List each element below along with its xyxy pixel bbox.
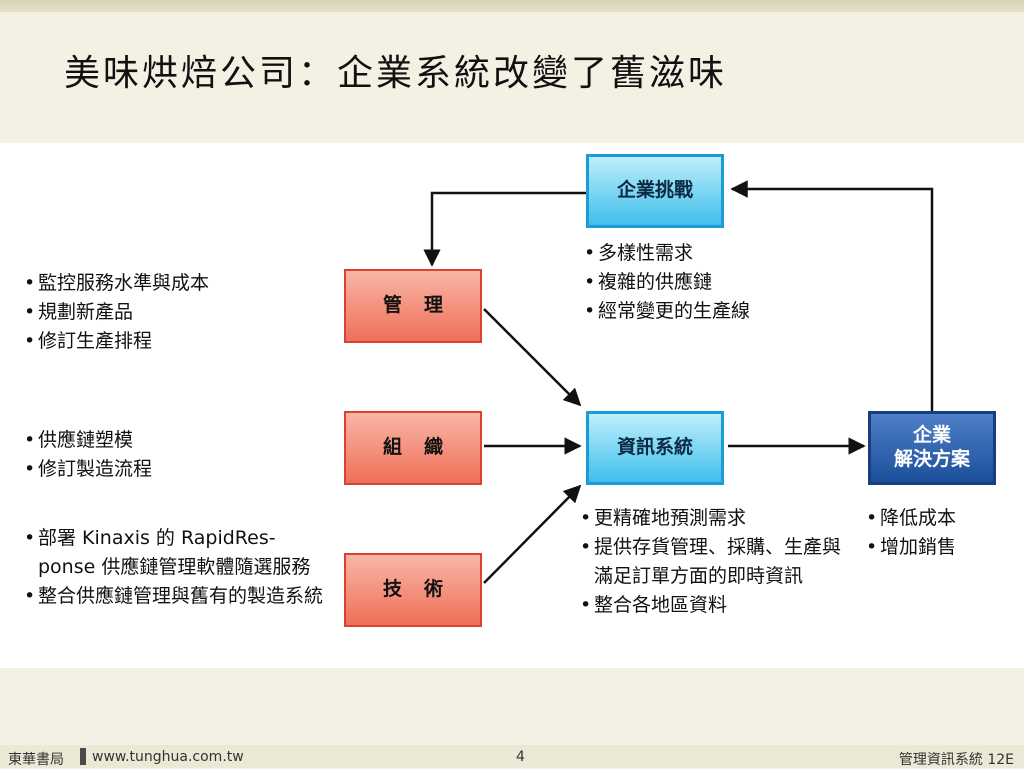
footer-publisher: 東華書局 <box>8 752 64 768</box>
slide-title: 美味烘焙公司：企業系統改變了舊滋味 <box>64 53 728 94</box>
list-item: 複雜的供應鏈 <box>584 268 844 297</box>
system-points: 更精確地預測需求 提供存貨管理、採購、生產與滿足訂單方面的即時資訊 整合各地區資… <box>580 504 842 620</box>
list-item: 更精確地預測需求 <box>580 504 842 533</box>
business-solution-label-line2: 解決方案 <box>893 448 970 470</box>
connector-arrows <box>423 180 934 584</box>
arrow-challenges-to-management <box>423 191 588 267</box>
business-challenges-box: 企業挑戰 <box>586 154 724 228</box>
challenge-points: 多樣性需求 複雜的供應鏈 經常變更的生產線 <box>584 239 844 326</box>
list-item: 提供存貨管理、採購、生產與滿足訂單方面的即時資訊 <box>580 533 842 591</box>
technology-box: 技術 <box>344 553 482 627</box>
management-box: 管理 <box>344 269 482 343</box>
management-points: 監控服務水準與成本 規劃新產品 修訂生產排程 <box>24 269 324 356</box>
list-item: 規劃新產品 <box>24 298 324 327</box>
list-item: 經常變更的生產線 <box>584 297 844 326</box>
arrow-technology-to-system <box>483 484 582 584</box>
information-system-box: 資訊系統 <box>586 411 724 485</box>
footer-url[interactable]: www.tunghua.com.tw <box>92 749 244 765</box>
list-item: 整合供應鏈管理與舊有的製造系統 <box>24 582 324 611</box>
list-item: 供應鏈塑模 <box>24 426 324 455</box>
list-item: 部署 Kinaxis 的 RapidRes-ponse 供應鏈管理軟體隨選服務 <box>24 524 324 582</box>
list-item: 監控服務水準與成本 <box>24 269 324 298</box>
business-challenges-label: 企業挑戰 <box>616 179 693 202</box>
organization-box-label: 組織 <box>382 436 465 459</box>
management-box-label: 管理 <box>382 294 465 317</box>
arrow-management-to-system <box>483 308 582 407</box>
technology-points: 部署 Kinaxis 的 RapidRes-ponse 供應鏈管理軟體隨選服務 … <box>24 524 324 611</box>
solution-points: 降低成本 增加銷售 <box>866 504 1006 562</box>
page-number: 4 <box>516 749 525 765</box>
technology-box-label: 技術 <box>382 578 465 601</box>
list-item: 增加銷售 <box>866 533 1006 562</box>
top-band <box>0 0 1024 12</box>
arrow-solution-to-challenges <box>730 180 934 411</box>
list-item: 多樣性需求 <box>584 239 844 268</box>
information-system-label: 資訊系統 <box>616 436 693 459</box>
footer: 東華書局 www.tunghua.com.tw 4 管理資訊系統 12E <box>0 745 1024 768</box>
business-solution-box: 企業 解決方案 <box>868 411 996 485</box>
list-item: 整合各地區資料 <box>580 591 842 620</box>
diagram-panel: 管理 組織 技術 企業挑戰 資訊系統 企業 解決方案 監控服務水準與成本 規劃新… <box>0 143 1024 668</box>
organization-points: 供應鏈塑模 修訂製造流程 <box>24 426 324 484</box>
organization-box: 組織 <box>344 411 482 485</box>
list-item: 降低成本 <box>866 504 1006 533</box>
list-item: 修訂製造流程 <box>24 455 324 484</box>
list-item: 修訂生產排程 <box>24 327 324 356</box>
business-solution-label-line1: 企業 <box>912 424 951 447</box>
footer-book-title: 管理資訊系統 12E <box>898 752 1014 768</box>
footer-divider <box>80 748 86 765</box>
